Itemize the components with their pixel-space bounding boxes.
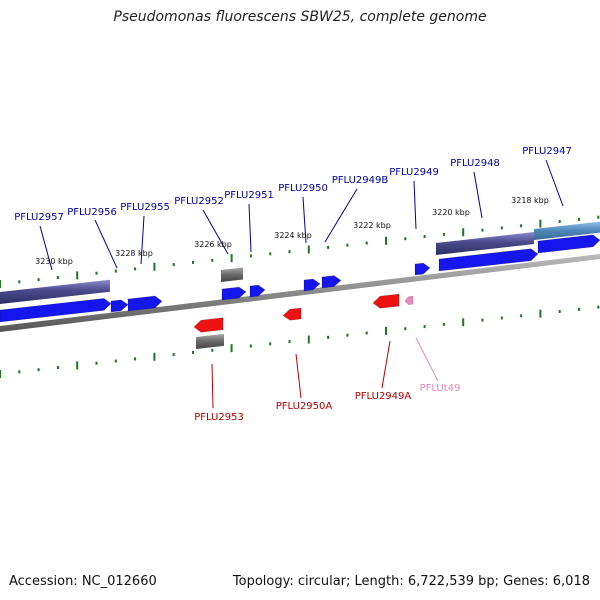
- gene-label[interactable]: PFLUt49: [420, 383, 461, 394]
- gene-leader-line: [295, 353, 302, 399]
- operon-band: [0, 279, 110, 304]
- gene-label[interactable]: PFLU2952: [174, 196, 224, 207]
- gene-arrow: [372, 293, 400, 309]
- scale-label: 3226 kbp: [194, 240, 232, 249]
- gene-leader-line: [211, 363, 214, 409]
- gene-arrow: [282, 307, 302, 321]
- accession-label: Accession: NC_012660: [9, 574, 157, 589]
- scale-label: 3220 kbp: [432, 208, 470, 217]
- gene-arrow: [193, 317, 224, 333]
- operon-band: [221, 267, 243, 282]
- scale-label: 3218 kbp: [511, 196, 549, 205]
- gene-leader-line: [324, 188, 358, 243]
- gene-label[interactable]: PFLU2950: [278, 183, 328, 194]
- gene-leader-line: [473, 171, 483, 219]
- gene-leader-line: [302, 196, 307, 244]
- trna-arrow: [404, 295, 414, 305]
- gene-arrow: [110, 299, 129, 313]
- operon-band: [534, 221, 600, 240]
- gene-leader-line: [140, 215, 145, 265]
- gene-arrow: [321, 275, 342, 289]
- gene-leader-line: [39, 225, 53, 271]
- operon-band: [196, 333, 224, 349]
- gene-arrow: [414, 262, 431, 276]
- gene-arrow: [438, 248, 539, 272]
- gene-leader-line: [413, 180, 417, 230]
- gene-arrow: [127, 295, 163, 312]
- scale-label: 3224 kbp: [274, 231, 312, 240]
- gene-label[interactable]: PFLU2950A: [276, 401, 333, 412]
- gene-label[interactable]: PFLU2949A: [355, 391, 412, 402]
- gene-arrow: [0, 298, 112, 323]
- genome-title: Pseudomonas fluorescens SBW25, complete …: [113, 9, 487, 25]
- gene-arrow: [537, 234, 600, 254]
- gene-label[interactable]: PFLU2951: [224, 190, 274, 201]
- genome-backbone: [0, 254, 600, 332]
- gene-label[interactable]: PFLU2947: [522, 146, 572, 157]
- gene-label[interactable]: PFLU2948: [450, 158, 500, 169]
- gene-leader-line: [415, 337, 439, 382]
- gene-arrow: [249, 284, 266, 298]
- gene-arrow: [303, 278, 321, 292]
- genome-summary: Topology: circular; Length: 6,722,539 bp…: [232, 574, 590, 589]
- operon-band: [436, 232, 534, 255]
- gene-arrow: [221, 286, 247, 301]
- gene-label[interactable]: PFLU2955: [120, 202, 170, 213]
- gene-label[interactable]: PFLU2957: [14, 212, 64, 223]
- gene-label[interactable]: PFLU2949: [389, 167, 439, 178]
- scale-label: 3228 kbp: [115, 249, 153, 258]
- gene-leader-line: [202, 209, 229, 255]
- gene-leader-line: [248, 203, 252, 253]
- scale-label: 3222 kbp: [353, 221, 391, 230]
- gene-leader-line: [94, 219, 118, 269]
- scale-label: 3230 kbp: [35, 257, 73, 266]
- gene-leader-line: [381, 340, 391, 389]
- gene-label[interactable]: PFLU2949B: [332, 175, 389, 186]
- gene-label[interactable]: PFLU2956: [67, 207, 117, 218]
- gene-leader-line: [545, 159, 564, 207]
- gene-label[interactable]: PFLU2953: [194, 412, 244, 423]
